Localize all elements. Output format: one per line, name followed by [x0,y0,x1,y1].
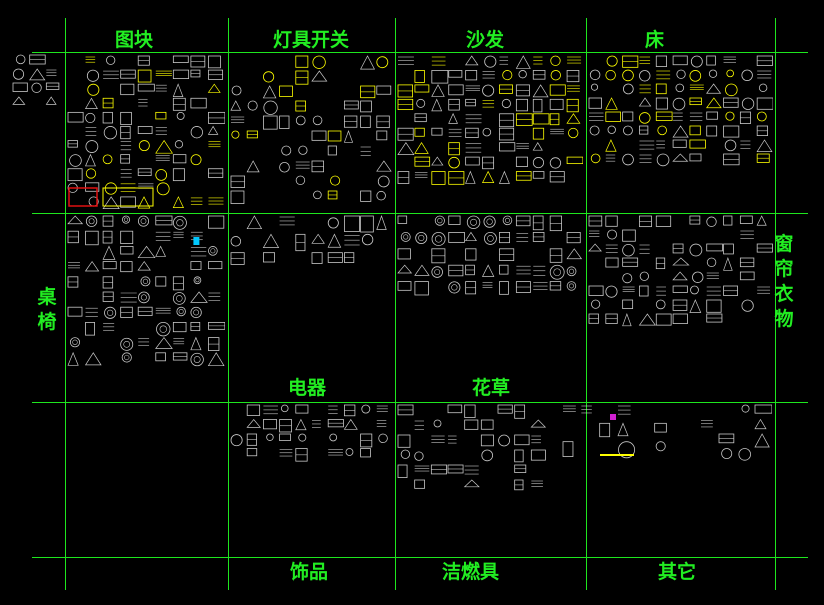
cad-blocks-bed[interactable] [588,55,773,167]
cad-lineart [588,55,773,167]
cad-blocks-appliances[interactable] [230,404,392,462]
cad-blocks-left-margin[interactable] [12,54,62,110]
cad-blocks-tuku[interactable] [67,55,225,210]
cad-lineart [397,404,547,491]
cad-lineart [701,404,772,461]
cad-lineart [588,215,773,327]
cad-lineart [67,55,225,209]
label-sofa: 沙发 [466,29,505,51]
label-appliances: 电器 [288,377,327,399]
cad-blocks-others[interactable] [562,404,672,459]
cad-lineart [67,215,225,367]
cad-lineart [230,404,388,462]
label-lamps-switches: 灯具开关 [273,29,350,51]
label-plants: 花草 [472,377,511,399]
grid-line-h4 [32,557,808,558]
cad-blocks-curtains[interactable] [588,215,773,327]
cad-lineart [230,215,387,265]
cad-blocks-ornaments-right[interactable] [700,404,772,462]
cad-lineart [230,55,392,204]
cad-blocks-sanitary[interactable] [397,404,547,494]
label-sanitary-stoves: 洁燃具 [442,561,500,583]
cad-blocks-sofa[interactable] [397,55,583,185]
grid-line-v4 [586,18,587,590]
label-tables-chairs: 桌椅 [37,286,57,334]
grid-line-h1 [32,52,808,53]
cad-blocks-row2-col2[interactable] [230,215,392,270]
grid-line-v3 [395,18,396,590]
cad-lineart [12,54,60,105]
label-others: 其它 [658,561,697,583]
cad-lineart [397,215,583,296]
grid-line-v1 [65,18,66,590]
grid-line-v2 [228,18,229,590]
cad-blocks-plants-upper[interactable] [397,215,583,297]
cad-lineart [397,55,583,185]
label-ornaments: 饰品 [290,561,329,583]
cad-blocks-tables-chairs[interactable] [67,215,225,367]
label-bed: 床 [645,29,665,51]
cad-blocks-lamps[interactable] [230,55,392,205]
grid-line-v5 [775,18,776,590]
label-curtains-clothes: 窗帘衣物 [774,233,794,331]
cad-lineart [562,405,667,459]
grid-line-h2 [32,213,808,214]
grid-line-h3 [32,402,808,403]
label-blocks: 图块 [115,29,154,51]
